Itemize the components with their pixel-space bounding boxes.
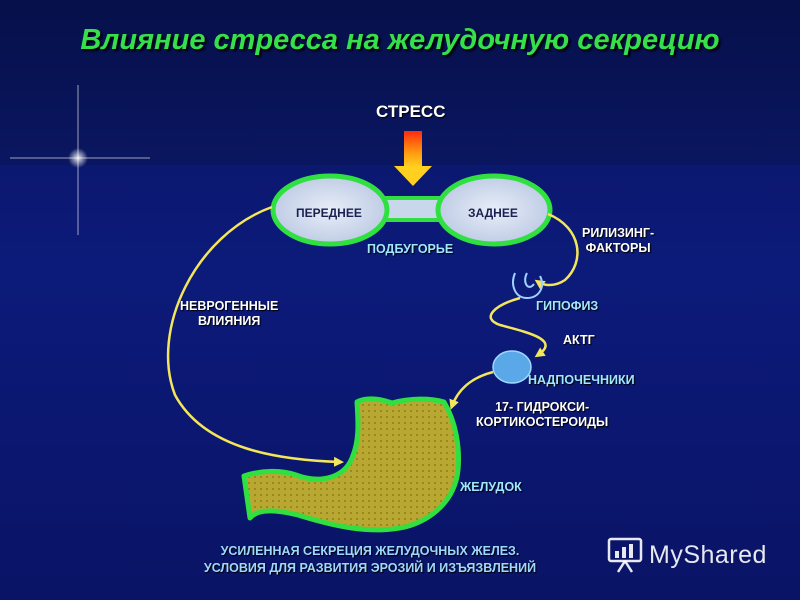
neurogenic-pathway (166, 205, 344, 467)
watermark-brand: MyShared (649, 540, 767, 569)
corticosteroid-pathway (449, 370, 494, 410)
anterior-lobe-label: ПЕРЕДНЕЕ (296, 206, 362, 220)
acth-pathway (489, 296, 547, 358)
corticosteroids-line2: КОРТИКОСТЕРОИДЫ (476, 415, 609, 429)
releasing-factors-line2: ФАКТОРЫ (585, 241, 651, 255)
stress-arrow (394, 131, 432, 186)
stomach-label: ЖЕЛУДОК (460, 480, 522, 494)
corticosteroids-label: 17- ГИДРОКСИ- КОРТИКОСТЕРОИДЫ (476, 400, 608, 430)
conclusion-line1: УСИЛЕННАЯ СЕКРЕЦИЯ ЖЕЛУДОЧНЫХ ЖЕЛЕЗ. (220, 544, 520, 558)
pituitary-gland (512, 272, 544, 300)
releasing-factors-line1: РИЛИЗИНГ- (582, 226, 655, 240)
pituitary-label: ГИПОФИЗ (536, 299, 599, 313)
neurogenic-line1: НЕВРОГЕННЫЕ (180, 299, 279, 313)
presentation-board-icon (607, 537, 643, 573)
anterior-lobe (270, 173, 390, 247)
corticosteroids-line1: 17- ГИДРОКСИ- (495, 400, 590, 414)
posterior-lobe-label: ЗАДНЕЕ (468, 206, 518, 220)
header-band (0, 0, 800, 165)
posterior-lobe (435, 173, 553, 247)
stress-label: СТРЕСС (376, 102, 446, 121)
neurogenic-label: НЕВРОГЕННЫЕ ВЛИЯНИЯ (180, 299, 278, 329)
stomach-organ (241, 396, 461, 533)
page-title: Влияние стресса на желудочную секрецию (80, 24, 720, 56)
hypothalamus-label: ПОДБУГОРЬЕ (367, 242, 454, 256)
adrenal-gland (492, 350, 532, 384)
conclusion-line2: УСЛОВИЯ ДЛЯ РАЗВИТИЯ ЭРОЗИЙ И ИЗЪЯЗВЛЕНИ… (203, 561, 537, 575)
acth-label: АКТГ (563, 333, 595, 347)
watermark: MyShared (607, 533, 767, 577)
adrenals-label: НАДПОЧЕЧНИКИ (528, 373, 635, 387)
conclusion-text: УСИЛЕННАЯ СЕКРЕЦИЯ ЖЕЛУДОЧНЫХ ЖЕЛЕЗ. УСЛ… (130, 543, 610, 577)
releasing-factors-label: РИЛИЗИНГ- ФАКТОРЫ (582, 226, 654, 256)
neurogenic-line2: ВЛИЯНИЯ (197, 314, 261, 328)
